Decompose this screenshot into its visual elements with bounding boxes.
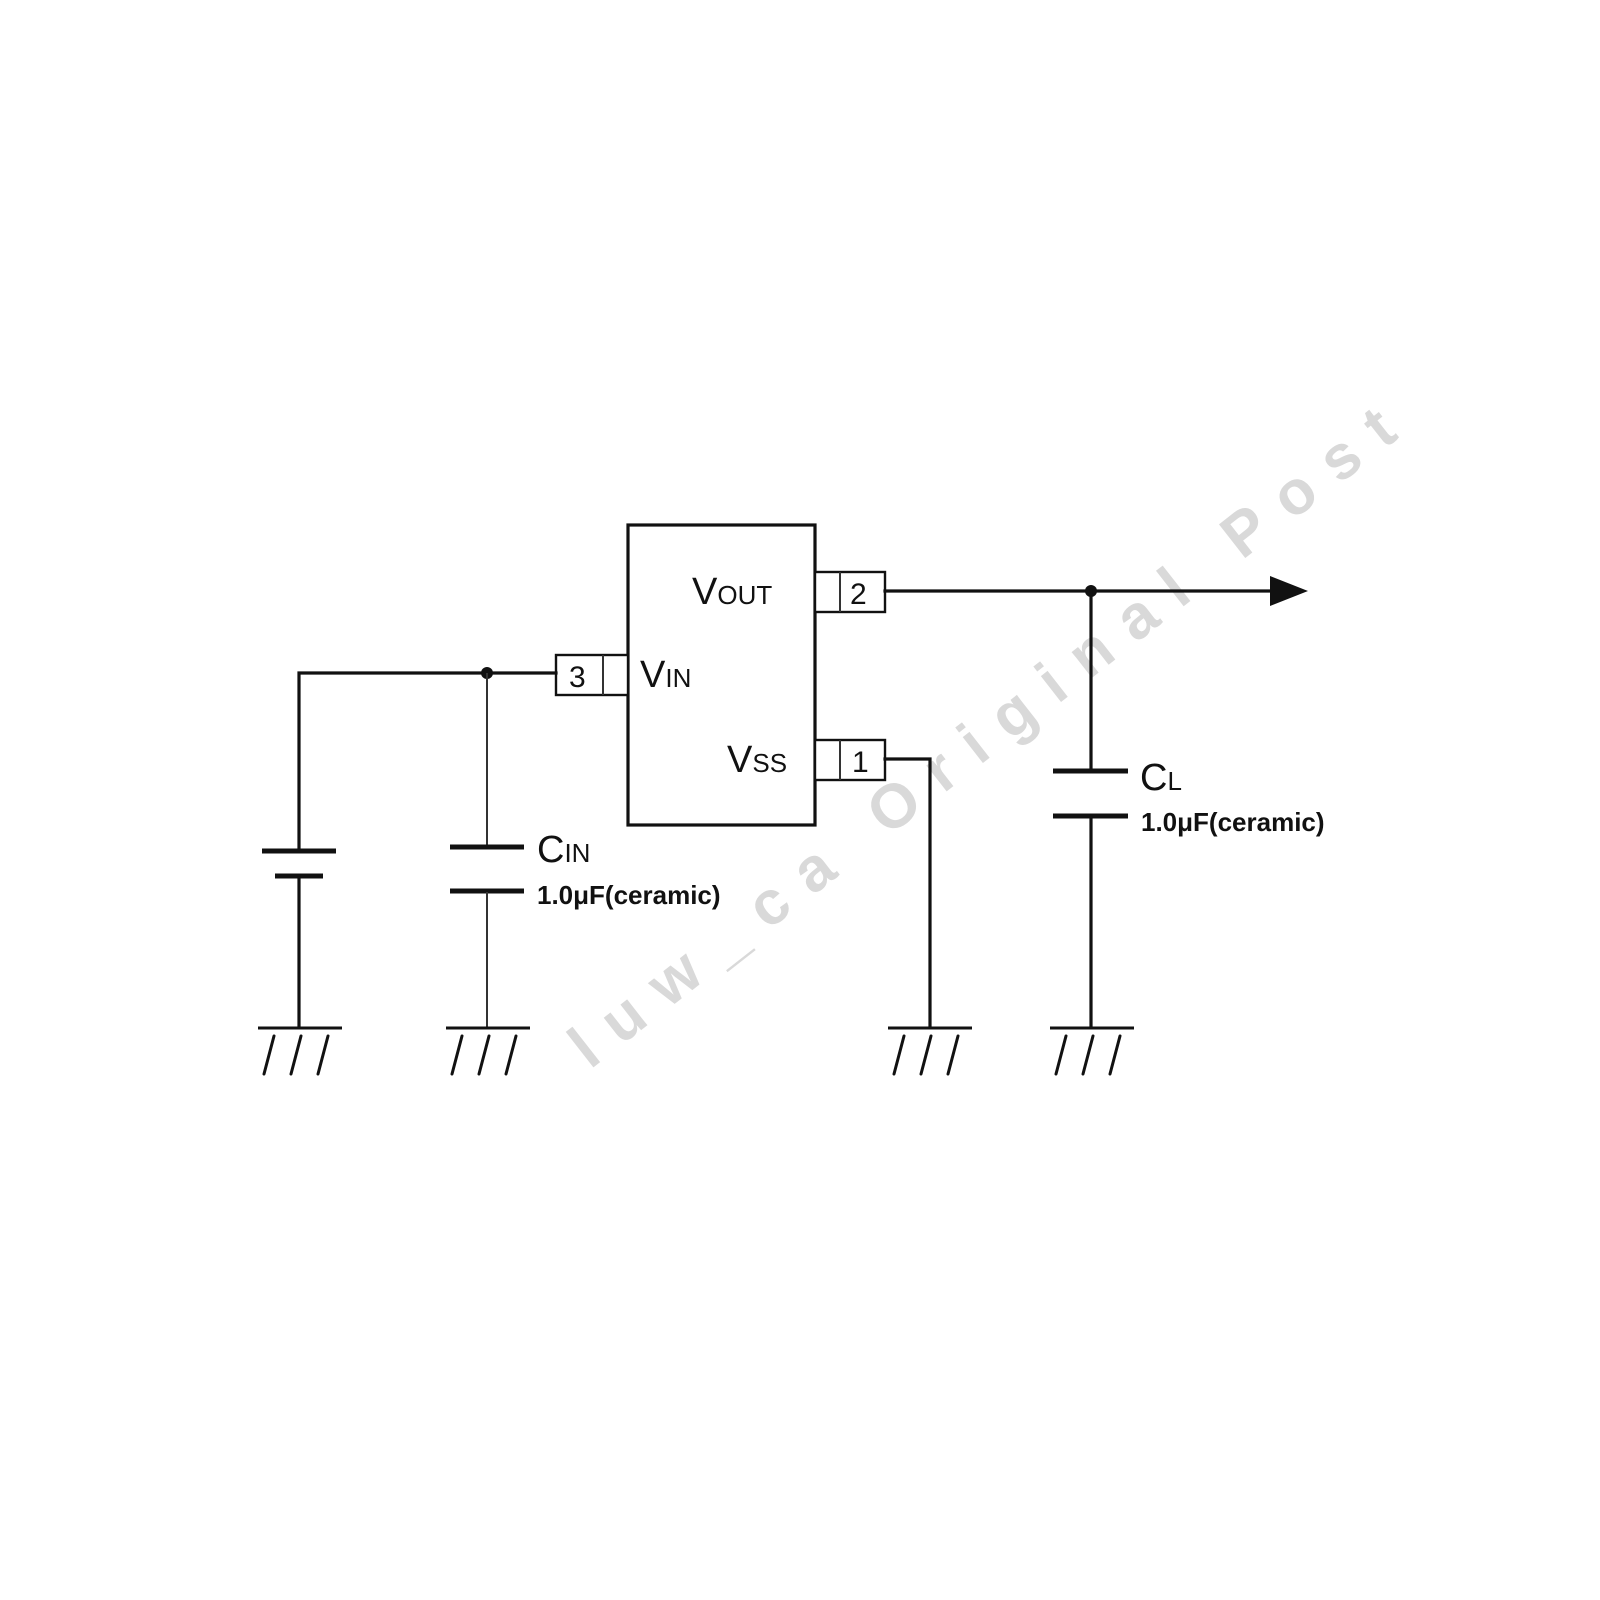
input-wire (297, 671, 558, 849)
cin-label: CIN (537, 829, 590, 871)
vout-label: VOUT (692, 571, 772, 613)
ground-symbol-cin (446, 1026, 530, 1076)
pin-3-vin: 3 (554, 653, 630, 697)
pin-2-number: 2 (850, 578, 867, 611)
pin-1-number: 1 (852, 746, 869, 779)
ground-symbol-cl (1050, 1026, 1134, 1076)
battery-symbol (262, 848, 336, 1029)
cl-label: CL (1140, 757, 1182, 799)
cl-value: 1.0μF(ceramic) (1141, 807, 1325, 837)
vin-label: VIN (640, 654, 691, 696)
ground-symbol-battery (258, 1026, 342, 1076)
pin-2-vout: 2 (813, 570, 887, 614)
cl-capacitor (1053, 589, 1128, 1029)
pin-3-number: 3 (569, 661, 586, 694)
pin-1-vss: 1 (813, 738, 887, 782)
vss-wire (883, 757, 932, 1029)
cin-capacitor (450, 673, 524, 1027)
output-arrow (1270, 576, 1308, 606)
regulator-ic-body (626, 523, 817, 827)
cin-value: 1.0μF(ceramic) (537, 880, 721, 910)
ground-symbol-vss (888, 1026, 972, 1076)
vss-label: VSS (727, 739, 787, 781)
